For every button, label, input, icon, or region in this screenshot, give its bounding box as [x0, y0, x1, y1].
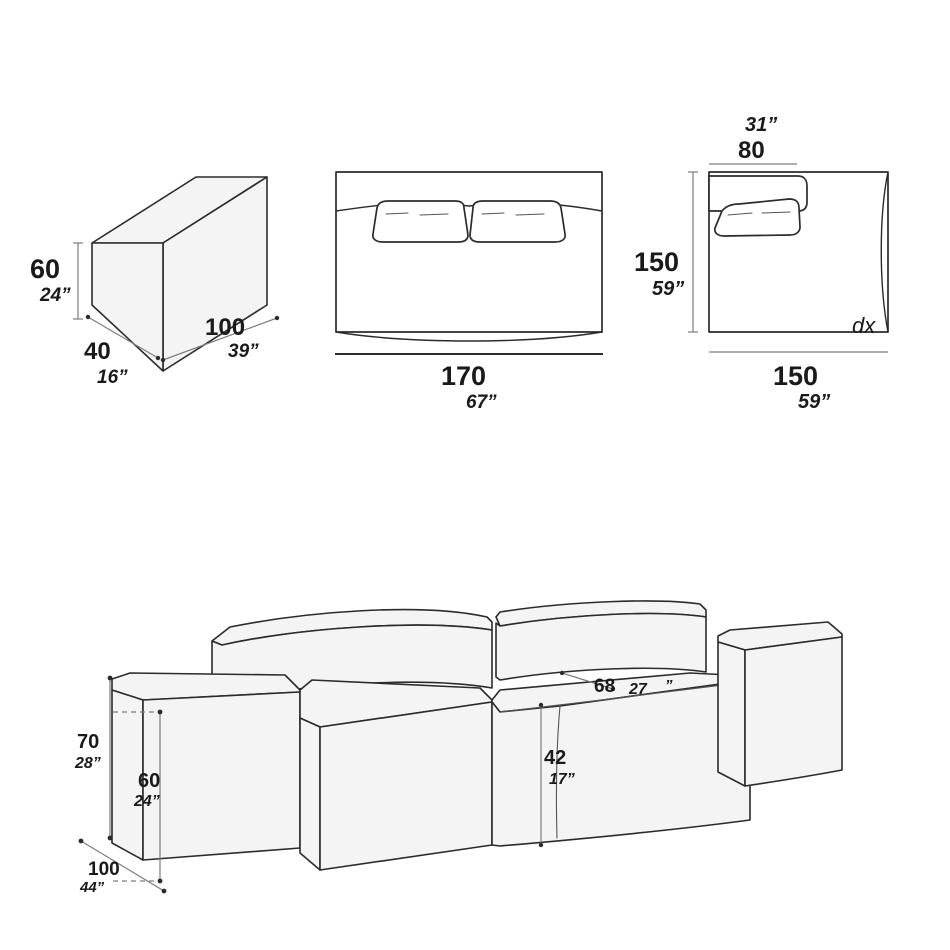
dim-value-overall-height-cm: 70 — [77, 731, 99, 753]
left-arm-front-face — [142, 691, 301, 861]
dim-value-seat-height-cm: 42 — [544, 747, 566, 769]
dim-line-panel-depth — [87, 316, 159, 359]
panel-end-face — [91, 242, 164, 372]
dim-value-module-depth-cm: 150 — [634, 247, 679, 277]
right-arm-left-face — [717, 641, 746, 787]
dim-value-module-width-cm: 150 — [773, 361, 818, 391]
backrest-right-front — [495, 612, 707, 681]
seat-plan-view: 170 67” — [335, 171, 603, 413]
dim-value-overall-height-inch: 28” — [74, 755, 101, 772]
right-arm-front-face — [744, 636, 843, 787]
dim-value-seat-height-inch: 17” — [549, 771, 575, 788]
dim-value-seat-plan-width-cm: 170 — [441, 361, 486, 391]
cushion-right-dash-b — [515, 213, 545, 216]
dim-value-module-arm-width-inch: 31” — [745, 114, 777, 136]
dim-dot-panel-depth-start — [85, 314, 91, 320]
dim-dot-overall-depth-end — [161, 888, 167, 894]
seat-plan-cushion-left — [372, 200, 469, 243]
dim-dot-panel-width-end — [274, 315, 280, 321]
dim-value-panel-width-inch: 39” — [228, 341, 259, 362]
left-seat-left-face — [299, 717, 321, 871]
dim-dot-seat-height-bottom — [538, 842, 544, 848]
dim-value-panel-depth-inch: 16” — [97, 367, 128, 388]
dim-value-seat-depth-inch-mark: ” — [665, 677, 673, 694]
seat-plan-outline — [335, 171, 603, 333]
module-plan-view: 80 31” 150 59” dx 150 59” — [634, 114, 889, 413]
dim-dot-overall-height-top — [107, 675, 113, 681]
seat-module-seam — [555, 705, 561, 839]
left-seat-front-face — [319, 701, 493, 871]
dim-value-arm-height-inch: 24” — [133, 793, 160, 810]
module-cushion-dash-a — [727, 212, 753, 216]
dim-dot-seat-depth-start — [559, 670, 565, 676]
module-orientation-label: dx — [852, 313, 876, 338]
module-cushion-dash-b — [761, 211, 791, 214]
cushion-left-dash-b — [419, 213, 449, 216]
cushion-right-dash-a — [481, 212, 505, 215]
module-plan-right-edge — [880, 171, 889, 333]
seat-plan-front-edge — [335, 331, 603, 342]
dim-dot-overall-height-bottom — [107, 835, 113, 841]
dim-value-panel-width-cm: 100 — [205, 314, 245, 341]
dim-dot-panel-depth-end — [155, 355, 161, 361]
dim-dot-seat-height-top — [538, 702, 544, 708]
seat-plan-cushion-right — [469, 200, 566, 243]
dim-dot-overall-depth-start — [78, 838, 84, 844]
dim-value-module-depth-inch: 59” — [652, 278, 684, 300]
dim-dot-arm-height-bottom — [157, 878, 163, 884]
dim-value-module-arm-width-cm: 80 — [738, 137, 765, 164]
dim-value-seat-depth-inch: 27 — [628, 681, 648, 698]
dim-dot-panel-width-start — [160, 357, 166, 363]
dim-value-overall-depth-inch: 44” — [79, 879, 105, 896]
sofa-perspective-view: 70 28” 60 24” 42 17” 68 27 ” 100 44” — [74, 600, 843, 896]
dim-line-panel-width — [162, 317, 278, 361]
dim-dot-arm-height-top — [157, 709, 163, 715]
dim-dot-seat-depth-end — [610, 686, 616, 692]
dim-line-overall-depth — [80, 840, 165, 892]
dim-value-seat-depth-cm: 68 — [594, 676, 615, 697]
dim-value-panel-depth-cm: 40 — [84, 338, 111, 365]
dim-value-panel-height-cm: 60 — [30, 254, 60, 284]
dim-value-panel-height-inch: 24” — [39, 285, 71, 306]
back-panel-isometric-view: 60 24” 40 16” 100 39” — [30, 176, 280, 388]
dim-line-seat-depth — [561, 672, 614, 690]
dim-value-seat-plan-width-inch: 67” — [466, 392, 497, 413]
dim-value-overall-depth-cm: 100 — [88, 859, 120, 880]
dim-value-arm-height-cm: 60 — [138, 770, 160, 792]
cushion-left-dash-a — [385, 212, 409, 215]
module-plan-cushion — [714, 198, 801, 237]
dim-value-module-width-inch: 59” — [798, 391, 830, 413]
